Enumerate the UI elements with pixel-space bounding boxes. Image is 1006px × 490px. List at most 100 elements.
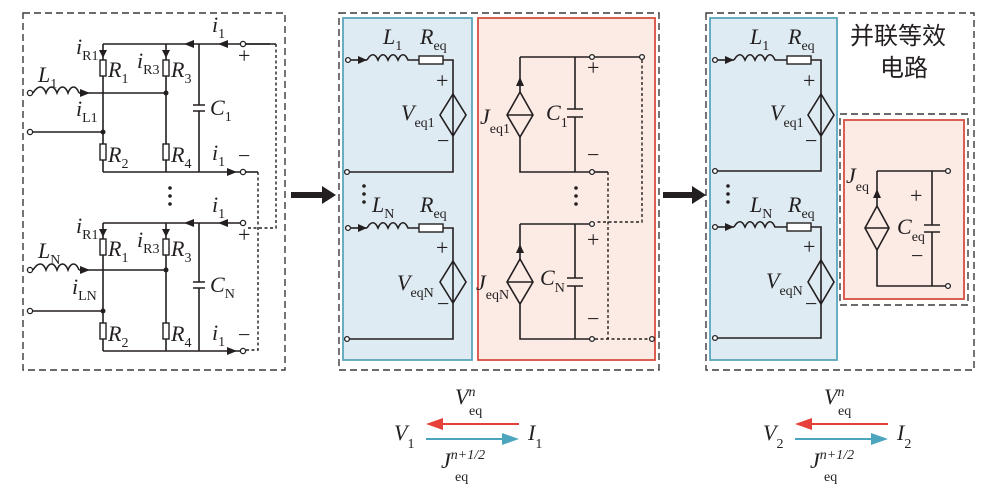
svg-text:L1: L1 — [382, 24, 402, 54]
svg-text:VeqN: VeqN — [766, 268, 803, 299]
svg-text:CN: CN — [540, 265, 565, 296]
svg-text:Vn: Vn — [455, 384, 475, 409]
voltage-branch-n: LN Req + VeqN − — [711, 192, 835, 342]
svg-text:i1: i1 — [212, 140, 225, 170]
panel3-title-line2: 电路 — [880, 54, 928, 82]
svg-text:L1: L1 — [749, 24, 769, 54]
svg-text:iR1: iR1 — [76, 213, 98, 243]
panel3-frame — [705, 12, 975, 371]
svg-text:VeqN: VeqN — [397, 270, 434, 301]
svg-text:LN: LN — [749, 192, 772, 222]
ellipsis-dot — [168, 194, 172, 198]
svg-text:Veq1: Veq1 — [770, 100, 804, 131]
submodule-1: L1 iL1 iR1 R1 R2 iR3 R3 R4 C1 i1 + i1 − — [26, 12, 277, 351]
panel-parallel-equivalent: 并联等效 电路 L1 Req + Veq1 − — [705, 12, 975, 371]
svg-text:R4: R4 — [170, 142, 191, 172]
svg-text:Jn+1/2: Jn+1/2 — [441, 448, 485, 473]
resistor-r2 — [99, 143, 107, 161]
capacitor-c1 — [193, 104, 205, 112]
svg-text:eq: eq — [455, 470, 468, 485]
svg-text:eq: eq — [824, 470, 837, 485]
relation-2: V2 I2 Vn eq Jn+1/2 eq — [763, 384, 911, 485]
svg-text:−: − — [805, 291, 817, 316]
svg-text:I1: I1 — [527, 420, 542, 452]
svg-text:−: − — [437, 291, 449, 316]
svg-text:+: + — [587, 55, 599, 80]
equivalent-source-frame — [839, 113, 969, 306]
svg-text:iR1: iR1 — [76, 34, 98, 64]
relation-1: V1 I1 Vn eq Jn+1/2 eq — [394, 384, 542, 485]
svg-text:L1: L1 — [37, 62, 57, 92]
svg-text:CN: CN — [210, 272, 235, 302]
svg-text:−: − — [587, 306, 599, 331]
svg-text:Req: Req — [787, 24, 815, 54]
svg-text:R4: R4 — [170, 321, 191, 351]
svg-text:R3: R3 — [170, 57, 191, 87]
panel1-frame — [22, 12, 286, 371]
svg-text:−: − — [911, 243, 923, 268]
equivalent-current-branch: Jeq Ceq + − — [846, 163, 952, 290]
inductor-ln — [32, 263, 80, 273]
svg-text:+: + — [803, 234, 815, 259]
svg-text:−: − — [587, 142, 599, 167]
red-equivalent-region — [477, 17, 656, 361]
svg-text:I2: I2 — [896, 420, 911, 452]
transform-arrow-2 — [663, 186, 706, 204]
svg-text:iR3: iR3 — [137, 48, 159, 78]
svg-text:Veq1: Veq1 — [401, 100, 435, 131]
blue-equivalent-region — [342, 17, 473, 361]
svg-text:V1: V1 — [394, 420, 414, 452]
svg-text:Jeq1: Jeq1 — [480, 104, 510, 137]
transform-arrow-1 — [291, 186, 336, 204]
svg-text:+: + — [238, 43, 250, 68]
svg-text:eq: eq — [469, 404, 482, 419]
svg-text:C1: C1 — [210, 95, 232, 125]
svg-text:LN: LN — [37, 238, 60, 268]
svg-text:R2: R2 — [107, 142, 128, 172]
inductor-l1 — [32, 86, 80, 96]
svg-text:Req: Req — [419, 192, 447, 222]
svg-text:i1: i1 — [212, 12, 225, 42]
svg-text:i1: i1 — [212, 192, 225, 222]
svg-text:iLN: iLN — [72, 274, 97, 304]
svg-text:R3: R3 — [170, 236, 191, 266]
voltage-branch-n: LN Req + VeqN − — [343, 192, 467, 343]
ellipsis-dot — [168, 202, 172, 206]
panel-original-circuit: L1 iL1 iR1 R1 R2 iR3 R3 R4 C1 i1 + i1 − … — [22, 12, 286, 371]
svg-text:Ceq: Ceq — [897, 214, 925, 245]
panel2-frame — [338, 12, 660, 371]
resistor-r4 — [162, 143, 170, 161]
panel-decoupled-circuit: L1 Req + Veq1 − LN Req + VeqN − — [338, 12, 660, 371]
resistor-r1 — [99, 59, 107, 77]
current-branch-1: Jeq1 C1 + − — [480, 53, 646, 339]
svg-text:Jeq: Jeq — [846, 163, 869, 195]
svg-text:iL1: iL1 — [76, 96, 98, 126]
svg-text:R1: R1 — [107, 236, 128, 266]
current-branch-n: JeqN CN + − — [476, 220, 656, 343]
svg-text:R2: R2 — [107, 321, 128, 351]
svg-text:eq: eq — [838, 404, 851, 419]
svg-text:Req: Req — [419, 24, 447, 54]
svg-text:R1: R1 — [107, 57, 128, 87]
capacitor-cn — [193, 281, 205, 289]
svg-text:−: − — [437, 128, 449, 153]
svg-text:−: − — [238, 143, 250, 168]
svg-text:LN: LN — [371, 192, 394, 222]
red-equivalent-region — [843, 119, 965, 300]
blue-equivalent-region — [709, 17, 838, 361]
svg-text:+: + — [587, 227, 599, 252]
svg-text:iR3: iR3 — [137, 227, 159, 257]
svg-text:C1: C1 — [546, 100, 568, 131]
svg-text:JeqN: JeqN — [476, 270, 509, 303]
svg-text:i1: i1 — [212, 320, 225, 350]
submodule-n: LN iLN iR1 R1 R2 iR3 R3 R4 CN + i1 − — [26, 213, 250, 355]
svg-text:+: + — [803, 68, 815, 93]
svg-text:+: + — [436, 235, 448, 260]
svg-text:+: + — [238, 222, 250, 247]
ellipsis-dot — [168, 186, 172, 190]
svg-text:Vn: Vn — [824, 384, 844, 409]
svg-text:+: + — [910, 183, 922, 208]
voltage-branch-1: L1 Req + Veq1 − — [343, 24, 467, 176]
svg-text:−: − — [238, 322, 250, 347]
